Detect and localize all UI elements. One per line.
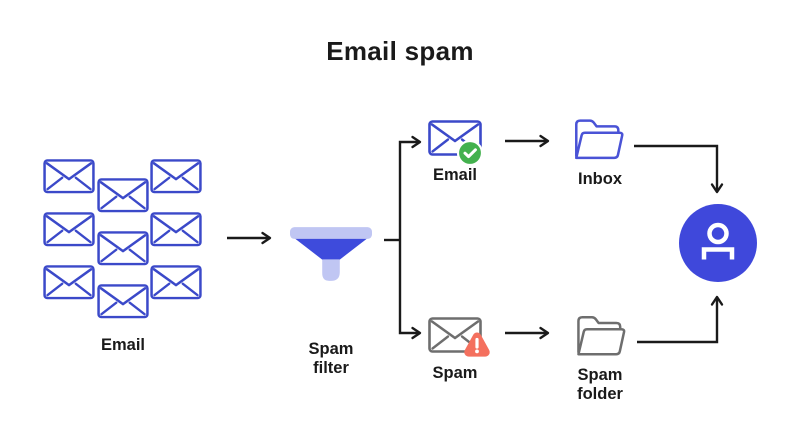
spam-folder-label: Spam folder <box>577 366 623 404</box>
email-envelope-icon <box>97 284 149 319</box>
email-envelope-icon <box>150 212 202 247</box>
warning-badge-icon <box>464 332 490 357</box>
connector-inbox-to-user <box>634 144 724 194</box>
email-envelope-icon <box>43 212 95 247</box>
email-stack <box>43 159 203 319</box>
spam-filter-funnel-icon <box>290 227 372 281</box>
email-envelope-icon <box>150 265 202 300</box>
email-envelope-icon <box>43 159 95 194</box>
diagram-title: Email spam <box>326 36 474 66</box>
clean-email-label: Email <box>432 166 478 184</box>
user-person-icon <box>679 204 757 282</box>
email-envelope-icon <box>150 159 202 194</box>
email-stack-label: Email <box>100 336 146 354</box>
email-envelope-icon <box>97 231 149 266</box>
email-envelope-icon <box>97 178 149 213</box>
connector-branch-to-spam <box>398 240 422 340</box>
spam-folder-icon <box>572 311 630 359</box>
spam-filter-label: Spam filter <box>308 340 354 378</box>
email-envelope-icon <box>43 265 95 300</box>
spam-label: Spam <box>432 364 478 382</box>
connector-spamfolder-to-user <box>637 295 724 344</box>
check-badge-icon <box>456 139 484 167</box>
inbox-folder-icon <box>570 114 628 163</box>
inbox-label: Inbox <box>578 170 622 188</box>
connector-branch-to-clean-email <box>398 135 422 240</box>
